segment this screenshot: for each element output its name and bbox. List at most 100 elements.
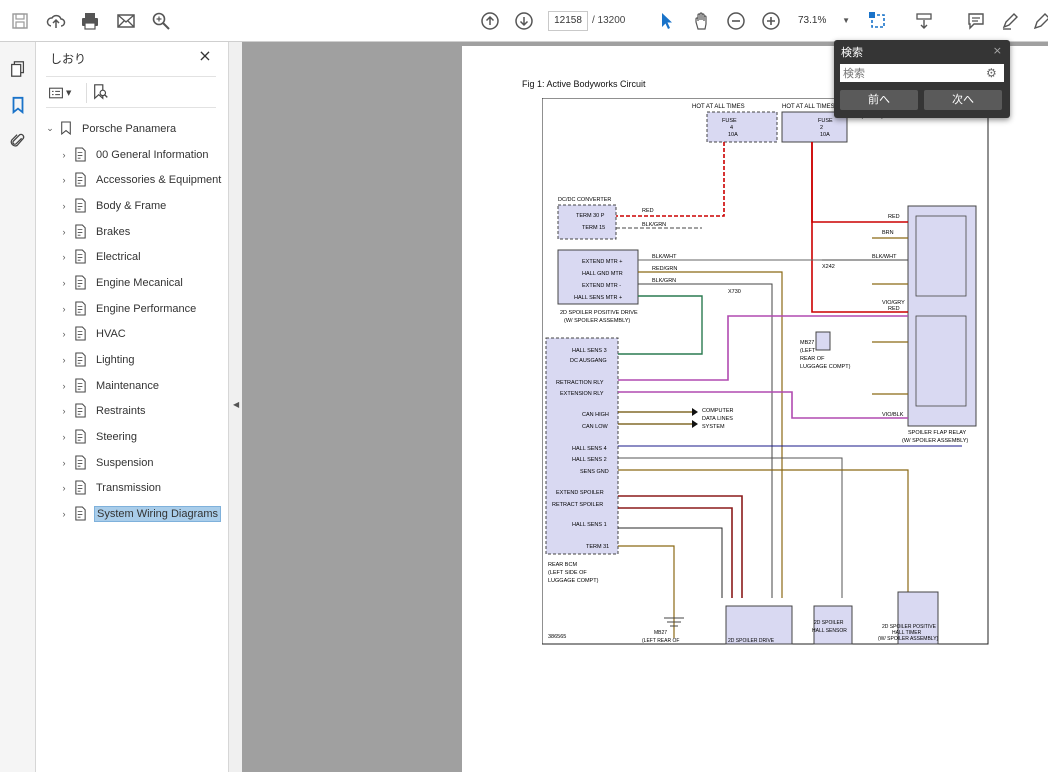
bookmark-item[interactable]: › Engine Performance: [36, 296, 228, 322]
bookmark-item[interactable]: › Electrical: [36, 244, 228, 270]
g-mb27-label: MB27: [654, 630, 667, 636]
search-input[interactable]: [840, 64, 1004, 82]
page-thumbnails-icon[interactable]: [7, 58, 29, 80]
bookmark-label[interactable]: HVAC: [96, 328, 126, 341]
comment-icon[interactable]: [964, 9, 988, 33]
options-menu-button[interactable]: ▼: [48, 83, 76, 103]
bookmark-label[interactable]: System Wiring Diagrams: [94, 506, 222, 523]
chevron-right-icon[interactable]: ›: [62, 329, 66, 340]
bookmarks-icon[interactable]: [7, 94, 29, 116]
find-bookmark-button[interactable]: [92, 83, 112, 103]
dc-ausgang-label: DC AUSGANG: [570, 358, 607, 364]
bookmark-search-icon: [94, 84, 108, 100]
bookmark-item[interactable]: › Suspension: [36, 450, 228, 476]
wire-brn-group: [872, 237, 908, 395]
bookmark-label[interactable]: Engine Mecanical: [96, 276, 183, 289]
bookmark-children: › 00 General Information › Accessories & Eq…: [36, 142, 228, 527]
relay-2: [915, 315, 967, 407]
bookmark-item[interactable]: › Brakes: [36, 219, 228, 245]
bookmark-label[interactable]: Steering: [96, 431, 137, 444]
close-panel-button[interactable]: ×: [198, 46, 212, 65]
bookmark-item[interactable]: › Steering: [36, 424, 228, 450]
zoom-out-icon[interactable]: [724, 9, 748, 33]
bookmark-item[interactable]: › Maintenance: [36, 373, 228, 399]
spoiler-drive-bottom-box: [725, 605, 793, 645]
chevron-right-icon[interactable]: ›: [62, 277, 66, 288]
mail-icon[interactable]: [114, 9, 138, 33]
highlight-pen-icon[interactable]: [998, 9, 1022, 33]
fit-page-icon[interactable]: [866, 9, 890, 33]
bookmark-label[interactable]: Body & Frame: [96, 199, 167, 212]
bookmark-item[interactable]: › Engine Mecanical: [36, 270, 228, 296]
bookmark-root[interactable]: ⌄ Porsche Panamera: [36, 116, 228, 142]
previous-page-icon[interactable]: [478, 9, 502, 33]
panel-toolbar: ▼: [46, 76, 216, 108]
bookmark-item[interactable]: › Transmission: [36, 476, 228, 502]
save-icon[interactable]: [8, 9, 32, 33]
pos-hall-box: [897, 591, 939, 645]
chevron-down-icon[interactable]: ⌄: [46, 123, 54, 134]
bookmark-label[interactable]: Suspension: [96, 456, 154, 469]
chevron-right-icon[interactable]: ›: [62, 175, 66, 186]
print-icon[interactable]: [78, 9, 102, 33]
figure-title: Fig 1: Active Bodyworks Circuit: [522, 79, 646, 89]
bookmark-item[interactable]: › Body & Frame: [36, 193, 228, 219]
bookmark-label[interactable]: Maintenance: [96, 379, 159, 392]
upload-cloud-icon[interactable]: [44, 9, 68, 33]
chevron-right-icon[interactable]: ›: [62, 149, 66, 160]
bookmark-item[interactable]: › HVAC: [36, 322, 228, 348]
chevron-right-icon[interactable]: ›: [62, 457, 66, 468]
bookmark-label[interactable]: Accessories & Equipment: [96, 174, 222, 187]
chevron-right-icon[interactable]: ›: [62, 432, 66, 443]
bookmark-label[interactable]: Porsche Panamera: [82, 122, 177, 135]
bookmark-item[interactable]: › System Wiring Diagrams: [36, 501, 228, 527]
scroll-mode-icon[interactable]: [912, 9, 936, 33]
panel-collapse-handle[interactable]: ◀: [228, 42, 242, 772]
bookmark-item[interactable]: › 00 General Information: [36, 142, 228, 168]
select-tool-icon[interactable]: [654, 9, 678, 33]
bookmark-label[interactable]: 00 General Information: [96, 148, 209, 161]
document-viewport[interactable]: Fig 1: Active Bodyworks Circuit HOT AT A…: [242, 42, 1048, 772]
zoom-level-dropdown[interactable]: 73.1% ▼: [798, 11, 854, 31]
search-next-button[interactable]: 次へ: [924, 90, 1002, 110]
gear-icon[interactable]: ⚙: [986, 66, 997, 80]
wire-blu-grn: [618, 295, 703, 355]
hand-tool-icon[interactable]: [690, 9, 714, 33]
search-prev-button[interactable]: 前へ: [840, 90, 918, 110]
bookmark-item[interactable]: › Accessories & Equipment: [36, 167, 228, 193]
search-icon[interactable]: [149, 9, 173, 33]
bookmark-doc-icon: [74, 403, 88, 419]
bookmark-label[interactable]: Restraints: [96, 405, 146, 418]
term31-label: TERM 31: [586, 544, 609, 550]
bookmark-label[interactable]: Brakes: [96, 225, 131, 238]
chevron-right-icon[interactable]: ›: [62, 380, 66, 391]
chevron-right-icon[interactable]: ›: [62, 483, 66, 494]
bookmark-label[interactable]: Lighting: [96, 354, 135, 367]
spoiler-assy-label: (W/ SPOILER ASSEMBLY): [564, 318, 630, 324]
chevron-right-icon[interactable]: ›: [62, 406, 66, 417]
bookmark-item[interactable]: › Restraints: [36, 399, 228, 425]
bookmark-doc-icon: [74, 301, 88, 317]
fuse-label-1: FUSE: [722, 118, 737, 124]
close-search-button[interactable]: ×: [992, 44, 1002, 57]
chevron-right-icon[interactable]: ›: [62, 200, 66, 211]
sign-icon[interactable]: [1030, 9, 1048, 33]
extension-label: EXTENSION RLY: [560, 391, 604, 397]
fuse-num-2: 2: [820, 125, 823, 131]
bookmark-label[interactable]: Electrical: [96, 251, 141, 264]
bookmark-label[interactable]: Transmission: [96, 482, 161, 495]
attachments-icon[interactable]: [7, 130, 29, 152]
next-page-icon[interactable]: [512, 9, 536, 33]
bookmark-label[interactable]: Engine Performance: [96, 302, 197, 315]
bookmark-item[interactable]: › Lighting: [36, 347, 228, 373]
zoom-in-icon[interactable]: [759, 9, 783, 33]
term30p-label: TERM 30 P: [576, 213, 605, 219]
hall-gnd-label: HALL GND MTR: [582, 271, 623, 277]
chevron-right-icon[interactable]: ›: [62, 226, 66, 237]
chevron-right-icon[interactable]: ›: [62, 355, 66, 366]
chevron-right-icon[interactable]: ›: [62, 303, 66, 314]
chevron-right-icon[interactable]: ›: [62, 509, 66, 520]
page-number-input[interactable]: 12158: [548, 11, 588, 31]
mb27-label: MB27: [800, 340, 814, 346]
chevron-right-icon[interactable]: ›: [62, 252, 66, 263]
